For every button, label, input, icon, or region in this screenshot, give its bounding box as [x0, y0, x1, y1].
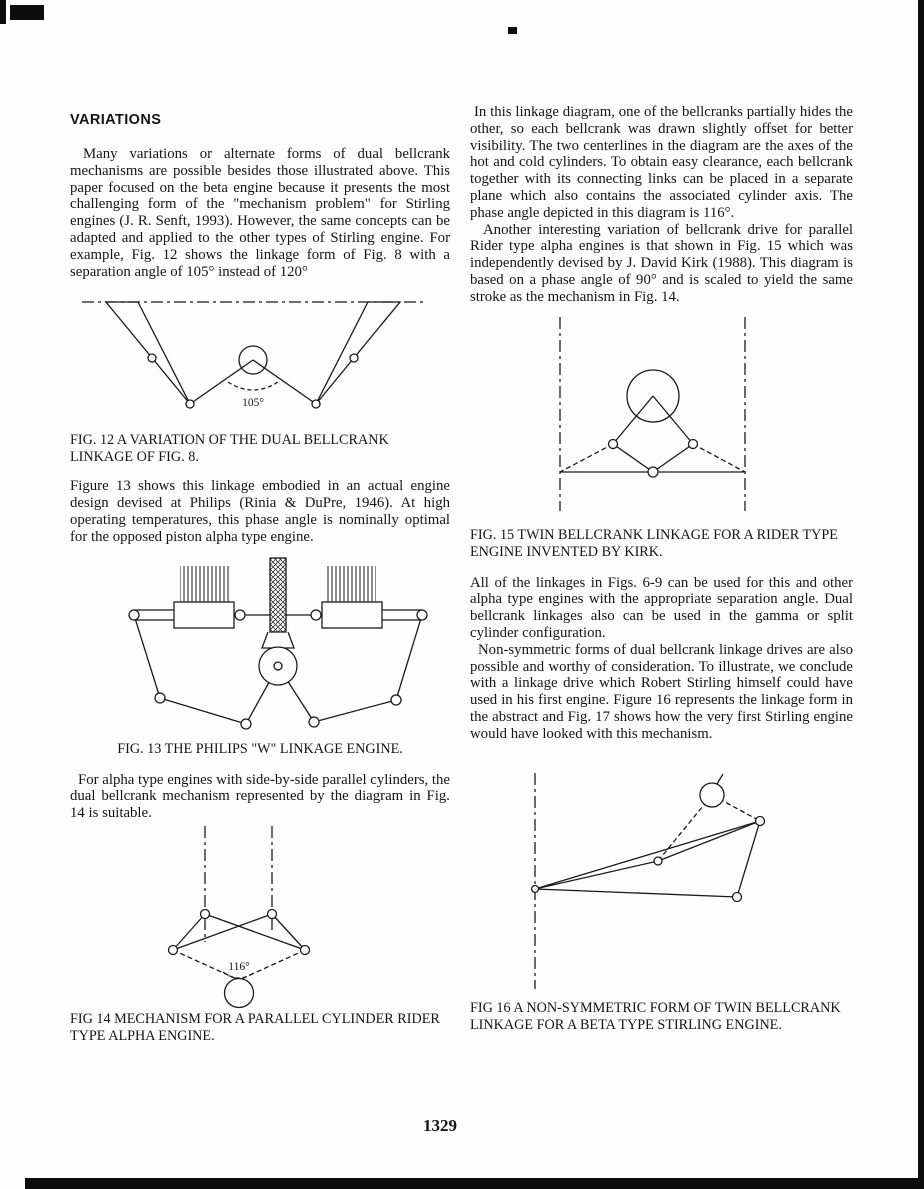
fig12-pivot: [311, 399, 321, 410]
paragraph: Another interesting variation of bellcra…: [470, 221, 853, 305]
fig15-crank-circle: [626, 368, 680, 423]
paragraph: For alpha type engines with side-by-side…: [70, 771, 450, 822]
fig12-linkage-diagram: 105°: [82, 301, 424, 410]
fig12-pivot: [185, 399, 195, 410]
fig15-crank-arms: [612, 395, 694, 444]
fig13-pivots: [128, 608, 428, 730]
paragraph: Non-symmetric forms of dual bellcrank li…: [470, 641, 853, 742]
fig12-left-link: [189, 359, 254, 405]
page-number: 1329: [423, 1116, 457, 1135]
left-column: VARIATIONS Many variations or alternate …: [70, 112, 450, 1045]
fig14-caption: FIG 14 MECHANISM FOR A PARALLEL CYLINDER…: [70, 1010, 440, 1044]
fig12-pivot: [349, 353, 359, 364]
fig14-angle-label: 116°: [228, 961, 250, 973]
scan-artifact-left-edge: [0, 0, 6, 24]
paragraph: Figure 13 shows this linkage embodied in…: [70, 478, 450, 545]
fig12-pivot: [147, 353, 157, 364]
figure-14: 116° FIG 14 MECHANISM FOR A PARALLEL CYL…: [70, 824, 450, 1045]
fig13-philips-w-engine-diagram: [128, 556, 428, 730]
scan-artifact-top-middle: [508, 27, 517, 34]
paragraph: Many variations or alternate forms of du…: [70, 146, 450, 280]
fig13-springs: [180, 565, 376, 602]
scan-artifact-top-left: [10, 5, 44, 20]
fig16-pivots: [530, 815, 766, 902]
fig15-offset-links-dashed: [559, 442, 746, 473]
fig13-crank-mount: [261, 631, 295, 649]
fig14-crossed-bellcranks: [172, 913, 306, 951]
fig14-crank-circle: [223, 977, 255, 1009]
fig16-bellcrank-links: [534, 819, 761, 898]
paragraph: All of the linkages in Figs. 6-9 can be …: [470, 574, 853, 641]
fig13-pistons: [173, 600, 383, 629]
fig15-kirk-linkage-diagram: [559, 316, 746, 511]
scan-artifact-bottom-edge: [25, 1178, 924, 1189]
figure-13: FIG. 13 THE PHILIPS "W" LINKAGE ENGINE.: [70, 552, 450, 758]
fig14-pivots: [167, 908, 311, 956]
fig13-caption: FIG. 13 THE PHILIPS "W" LINKAGE ENGINE.: [117, 740, 403, 757]
section-heading: VARIATIONS: [70, 112, 162, 128]
fig16-caption: FIG 16 A NON-SYMMETRIC FORM OF TWIN BELL…: [470, 999, 841, 1033]
figure-15: FIG. 15 TWIN BELLCRANK LINKAGE FOR A RID…: [470, 314, 853, 561]
fig12-right-link: [252, 359, 317, 405]
fig13-crank-pin: [273, 660, 283, 671]
fig16-crank-circle: [699, 781, 725, 808]
fig12-angle-label: 105°: [242, 397, 264, 409]
fig12-caption: FIG. 12 A VARIATION OF THE DUAL BELLCRAN…: [70, 432, 389, 466]
fig14-parallel-cylinder-diagram: 116°: [167, 825, 311, 1009]
fig15-caption: FIG. 15 TWIN BELLCRANK LINKAGE FOR A RID…: [470, 526, 838, 560]
paragraph: In this linkage diagram, one of the bell…: [470, 104, 853, 221]
fig12-crank-circle: [238, 345, 268, 376]
figure-16: FIG 16 A NON-SYMMETRIC FORM OF TWIN BELL…: [470, 769, 853, 1034]
figure-12: 105° FIG. 12 A VARIATION OF THE DUAL BEL…: [70, 288, 450, 466]
fig15-pivots: [607, 438, 699, 478]
fig12-angle-arc: [227, 381, 279, 392]
fig12-left-bellcrank: [104, 301, 191, 405]
fig13-displacer-rod: [269, 556, 287, 633]
scan-artifact-right-edge: [918, 0, 924, 1189]
fig12-right-bellcrank: [315, 301, 402, 405]
fig16-crank-tick: [716, 773, 724, 784]
fig15-connecting-links: [612, 443, 694, 473]
fig16-non-symmetric-linkage-diagram: [530, 772, 766, 989]
right-column: In this linkage diagram, one of the bell…: [470, 104, 853, 1034]
